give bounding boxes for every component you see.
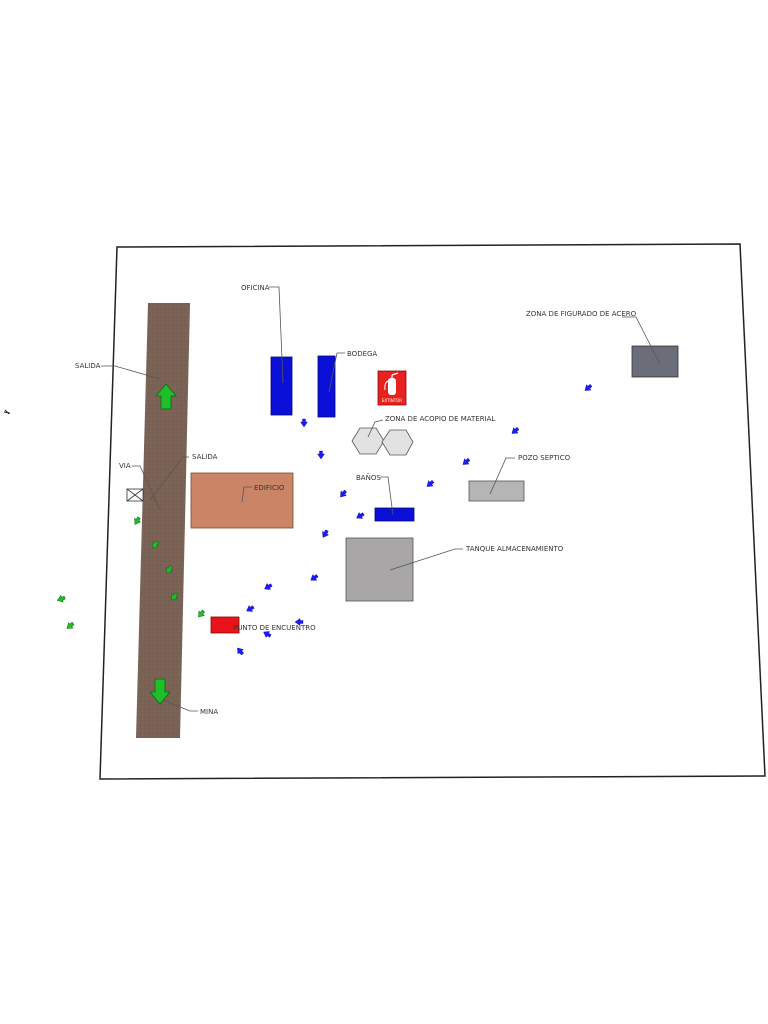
green-arrow-icon xyxy=(198,609,206,618)
crossed-box-icon xyxy=(126,488,144,502)
tanque-almacenamiento xyxy=(345,537,414,602)
fire-extinguisher-icon: EXTINTOR xyxy=(377,370,407,406)
blue-arrow-icon xyxy=(246,605,255,612)
tanque-label: TANQUE ALMACENAMIENTO xyxy=(465,545,564,553)
blue-arrow-icon xyxy=(322,529,329,538)
zona-acopio-material xyxy=(351,427,414,456)
site-boundary xyxy=(99,243,766,780)
blue-arrow-icon xyxy=(264,583,273,590)
green-arrow-icon xyxy=(152,540,160,549)
stray-mark xyxy=(3,409,11,415)
blue-arrow-icon xyxy=(511,426,520,434)
blue-arrow-icon xyxy=(263,631,272,638)
green-arrow-icon xyxy=(134,516,142,525)
green-route-arrows xyxy=(56,516,206,629)
via-label: VIA xyxy=(119,462,131,470)
oficina-label: OFICINA xyxy=(241,284,270,292)
bodega-building xyxy=(317,355,336,418)
blue-arrow-icon xyxy=(584,383,593,391)
zona-figurado-acero xyxy=(631,345,679,378)
salida-top-label: SALIDA xyxy=(75,362,101,370)
green-arrow-icon xyxy=(56,594,66,603)
blue-arrow-icon xyxy=(310,574,319,581)
blue-arrow-icon xyxy=(426,479,435,487)
blue-arrow-icon xyxy=(237,647,245,656)
blue-arrow-icon xyxy=(462,457,471,465)
road-via xyxy=(136,303,190,738)
blue-route-arrows xyxy=(237,383,593,656)
banos-building xyxy=(374,507,415,522)
salida-mid-label: SALIDA xyxy=(192,453,218,461)
mina-label: MINA xyxy=(200,708,218,716)
blue-arrow-icon xyxy=(356,512,365,519)
bodega-label: BODEGA xyxy=(347,350,377,358)
green-arrow-icon xyxy=(166,565,174,574)
green-arrow-icon xyxy=(171,592,179,601)
blue-arrow-icon xyxy=(294,618,304,626)
green-arrow-icon xyxy=(66,621,75,629)
pozo-septico xyxy=(468,480,525,502)
zona-acopio-label: ZONA DE ACOPIO DE MATERIAL xyxy=(385,415,495,423)
punto-encuentro-label: PUNTO DE ENCUENTRO xyxy=(233,624,316,632)
banos-label: BAÑOS xyxy=(356,473,381,482)
blue-arrow-icon xyxy=(317,450,325,460)
exit-arrow-up-icon xyxy=(155,383,177,410)
punto-encuentro xyxy=(210,616,240,634)
extintor-label: EXTINTOR xyxy=(382,398,402,403)
exit-arrow-down-icon xyxy=(149,678,171,705)
blue-arrow-icon xyxy=(340,489,348,498)
zona-figurado-label: ZONA DE FIGURADO DE ACERO xyxy=(526,310,637,318)
edificio-label: EDIFICIO xyxy=(254,484,285,492)
oficina-building xyxy=(270,356,293,416)
pozo-septico-label: POZO SEPTICO xyxy=(518,454,571,462)
blue-arrow-icon xyxy=(300,418,308,428)
